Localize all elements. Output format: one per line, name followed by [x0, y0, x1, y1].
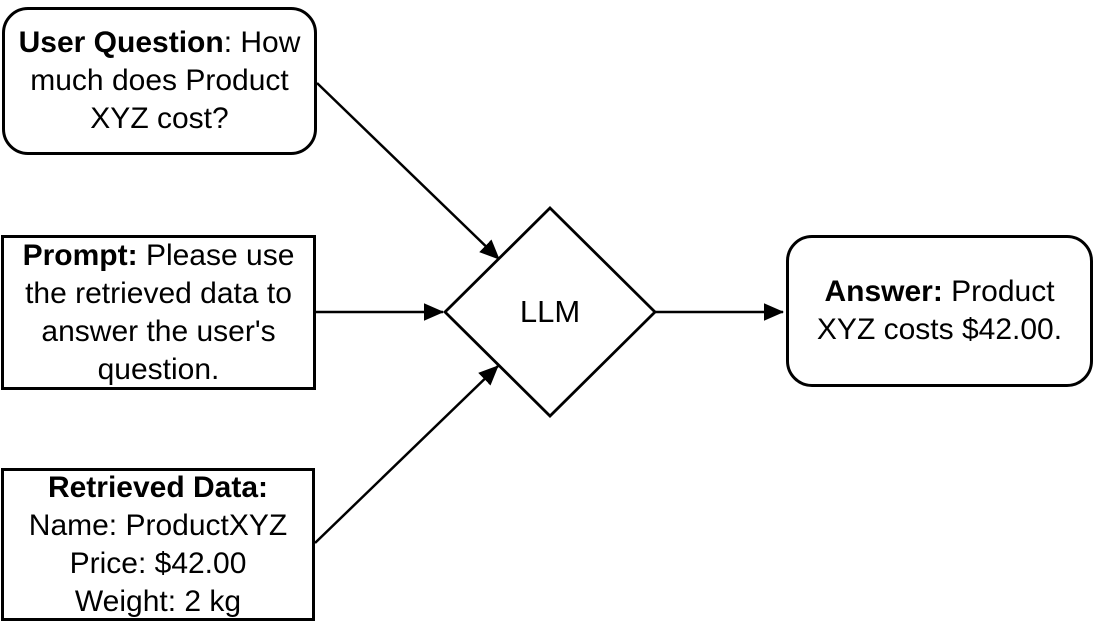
- answer-label: Answer:: [824, 275, 943, 308]
- prompt-node: Prompt: Please use the retrieved data to…: [1, 235, 316, 390]
- user-question-body: : How much does Product XYZ cost?: [30, 26, 301, 135]
- retrieved-data-title: Retrieved Data:: [6, 469, 310, 507]
- llm-node-label: LLM: [519, 294, 581, 329]
- retrieved-data-line-price: Price: $42.00: [69, 546, 247, 580]
- llm-node-diamond: [443, 206, 657, 418]
- user-question-text: User Question: How much does Product XYZ…: [9, 24, 310, 138]
- answer-body: Product XYZ costs $42.00.: [816, 275, 1063, 346]
- user-question-node: User Question: How much does Product XYZ…: [2, 7, 317, 155]
- retrieved-data-line-weight: Weight: 2 kg: [74, 584, 242, 618]
- arrow-retrieved-data-to-llm: [314, 365, 499, 544]
- arrow-user-question-to-llm: [316, 82, 500, 260]
- answer-node: Answer: Product XYZ costs $42.00.: [786, 235, 1093, 387]
- prompt-body: Please use the retrieved data to answer …: [25, 238, 295, 386]
- retrieved-data-label: Retrieved Data:: [47, 470, 269, 504]
- retrieved-data-line-name: Name: ProductXYZ: [28, 508, 288, 542]
- retrieved-data-node: Retrieved Data: Name: ProductXYZ Price: …: [1, 468, 315, 621]
- prompt-label: Prompt:: [22, 238, 138, 272]
- answer-text: Answer: Product XYZ costs $42.00.: [799, 273, 1080, 349]
- user-question-label: User Question: [18, 26, 224, 59]
- prompt-text: Prompt: Please use the retrieved data to…: [6, 237, 311, 389]
